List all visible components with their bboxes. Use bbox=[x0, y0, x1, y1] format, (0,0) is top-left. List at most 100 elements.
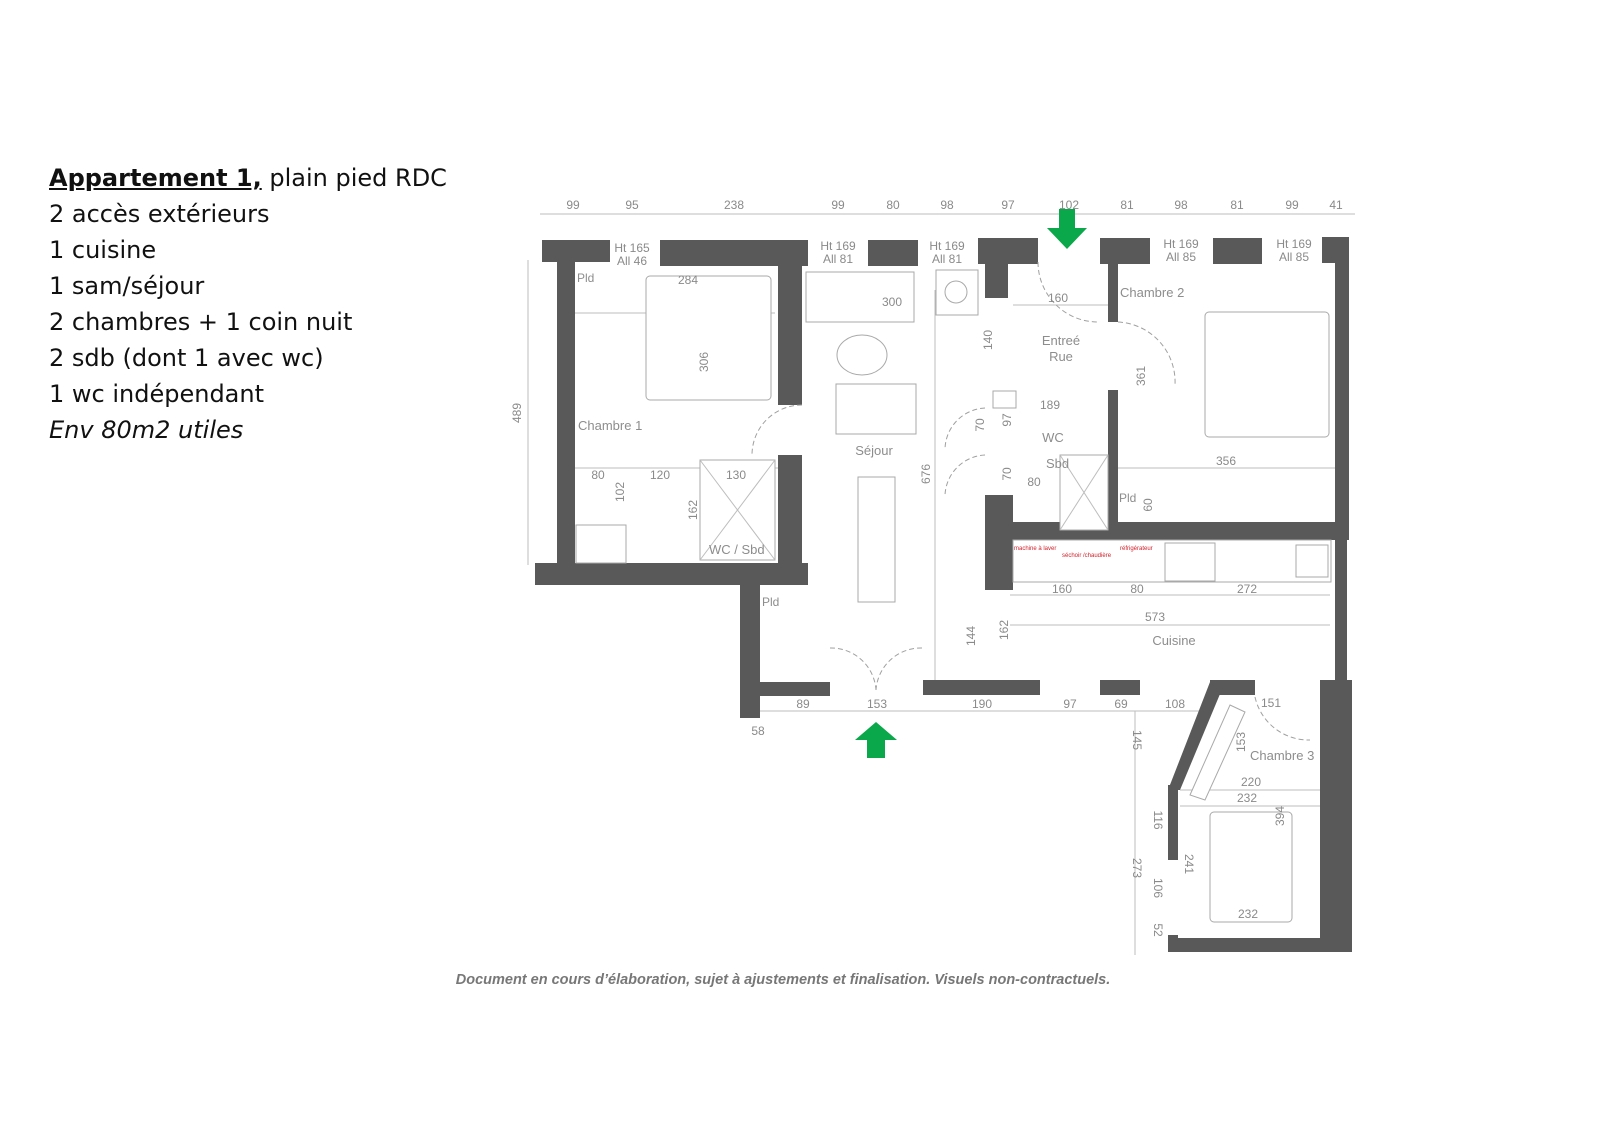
walls bbox=[535, 237, 1352, 952]
closet-label: Pld bbox=[762, 595, 779, 609]
feature-line: 1 cuisine bbox=[49, 236, 157, 264]
dim-label: 41 bbox=[1329, 198, 1343, 212]
window-labels: Ht 165 All 46 Ht 169 All 81 Ht 169 All 8… bbox=[614, 237, 1312, 268]
entry-arrow-down-icon bbox=[1047, 209, 1087, 249]
dim-label: 80 bbox=[886, 198, 900, 212]
dim-label: 153 bbox=[1234, 732, 1248, 752]
dim-label: 80 bbox=[591, 468, 605, 482]
room-chambre-2: Chambre 2 bbox=[1120, 285, 1184, 300]
dim-label: 232 bbox=[1237, 791, 1257, 805]
entry-arrow-up-icon bbox=[855, 722, 897, 758]
cooktop bbox=[1164, 542, 1216, 582]
dim-label: 89 bbox=[796, 697, 810, 711]
fridge-label: réfrigérateur bbox=[1120, 546, 1153, 552]
chambre1-door-swing bbox=[751, 404, 803, 456]
room-sejour: Séjour bbox=[855, 443, 893, 458]
appliance-labels: machine à laver séchoir /chaudière réfri… bbox=[1014, 546, 1153, 559]
dim-label: 80 bbox=[1027, 475, 1041, 489]
dim-label: 220 bbox=[1241, 775, 1261, 789]
wardrobe-chambre3 bbox=[1189, 704, 1246, 801]
feature-line: 2 chambres + 1 coin nuit bbox=[49, 308, 353, 336]
entry-door-swing bbox=[1037, 261, 1099, 323]
wc-sink bbox=[992, 390, 1017, 409]
dim-label: 272 bbox=[1237, 582, 1257, 596]
dim-label: 106 bbox=[1151, 878, 1165, 898]
window-width: All 81 bbox=[823, 252, 853, 266]
dryer-label: séchoir /chaudière bbox=[1062, 553, 1112, 559]
closet-label: Pld bbox=[577, 271, 594, 285]
feature-line: 1 sam/séjour bbox=[49, 272, 205, 300]
chambre2-door-swing bbox=[1117, 321, 1176, 386]
dim-label: 108 bbox=[1165, 697, 1185, 711]
sofa bbox=[805, 271, 915, 323]
dim-label: 160 bbox=[1048, 291, 1068, 305]
dim-label: 489 bbox=[510, 403, 524, 423]
window-height: Ht 165 bbox=[614, 241, 650, 255]
dim-label: 144 bbox=[964, 626, 978, 646]
dim-label: 676 bbox=[919, 464, 933, 484]
dim-label: 238 bbox=[724, 198, 744, 212]
dim-label: 300 bbox=[882, 295, 902, 309]
room-labels: Chambre 1 Séjour Entreé Rue Chambre 2 WC… bbox=[577, 271, 1314, 763]
dim-label: 52 bbox=[1151, 923, 1165, 937]
dim-label: 58 bbox=[751, 724, 765, 738]
dimension-lines bbox=[527, 213, 1355, 955]
dim-label: 145 bbox=[1130, 730, 1144, 750]
dim-label: 162 bbox=[997, 620, 1011, 640]
window-width: All 46 bbox=[617, 254, 647, 268]
dim-label: 361 bbox=[1134, 366, 1148, 386]
dim-label: 189 bbox=[1040, 398, 1060, 412]
dim-label: 60 bbox=[1141, 498, 1155, 512]
closet-label: Pld bbox=[1119, 491, 1136, 505]
dining-table bbox=[857, 476, 896, 603]
dim-label: 160 bbox=[1052, 582, 1072, 596]
dim-label: 394 bbox=[1273, 806, 1287, 826]
dim-label: 273 bbox=[1130, 858, 1144, 878]
dim-label: 97 bbox=[1000, 413, 1014, 427]
dim-label: 98 bbox=[940, 198, 954, 212]
room-chambre-3: Chambre 3 bbox=[1250, 748, 1314, 763]
dim-label: 232 bbox=[1238, 907, 1258, 921]
dim-label: 98 bbox=[1174, 198, 1188, 212]
summary-title-line: Appartement 1, plain pied RDC bbox=[49, 160, 447, 196]
sbd-door-swing bbox=[944, 454, 986, 496]
kitchen-sink bbox=[1295, 544, 1329, 578]
dim-label: 80 bbox=[1130, 582, 1144, 596]
window-height: Ht 169 bbox=[820, 239, 856, 253]
room-entree: Entreé bbox=[1042, 333, 1080, 348]
furniture bbox=[575, 269, 1332, 923]
washer-label: machine à laver bbox=[1014, 546, 1056, 552]
window-height: Ht 169 bbox=[1276, 237, 1312, 251]
dim-label: 120 bbox=[650, 468, 670, 482]
dim-label: 140 bbox=[981, 330, 995, 350]
dim-label: 99 bbox=[831, 198, 845, 212]
interior-dimensions: 489 284 306 300 676 80 120 130 102 162 1… bbox=[510, 273, 1287, 937]
dim-label: 69 bbox=[1114, 697, 1128, 711]
dim-label: 95 bbox=[625, 198, 639, 212]
dim-label: 356 bbox=[1216, 454, 1236, 468]
dim-label: 99 bbox=[1285, 198, 1299, 212]
window-width: All 81 bbox=[932, 252, 962, 266]
window-width: All 85 bbox=[1166, 250, 1196, 264]
disclaimer-note: Document en cours d’élaboration, sujet à… bbox=[455, 972, 1111, 988]
dim-label: 102 bbox=[613, 482, 627, 502]
area-line: Env 80m2 utiles bbox=[49, 416, 244, 444]
dim-label: 306 bbox=[697, 352, 711, 372]
dim-label: 102 bbox=[1059, 198, 1079, 212]
room-wc-sbd: WC / Sbd bbox=[709, 542, 765, 557]
room-wc: WC bbox=[1042, 430, 1064, 445]
feature-line: 2 accès extérieurs bbox=[49, 200, 270, 228]
chambre3-door-swing bbox=[1254, 696, 1311, 741]
room-sbd: Sbd bbox=[1046, 456, 1069, 471]
armchair bbox=[835, 383, 917, 435]
dim-label: 162 bbox=[686, 500, 700, 520]
apartment-summary: Appartement 1, plain pied RDC 2 accès ex… bbox=[49, 160, 447, 448]
dim-label: 190 bbox=[972, 697, 992, 711]
bed-chambre3 bbox=[1209, 811, 1293, 923]
main-door-right bbox=[875, 647, 923, 691]
dim-label: 153 bbox=[867, 697, 887, 711]
coffee-table bbox=[836, 334, 888, 376]
dim-label: 81 bbox=[1120, 198, 1134, 212]
dim-label: 284 bbox=[678, 273, 698, 287]
